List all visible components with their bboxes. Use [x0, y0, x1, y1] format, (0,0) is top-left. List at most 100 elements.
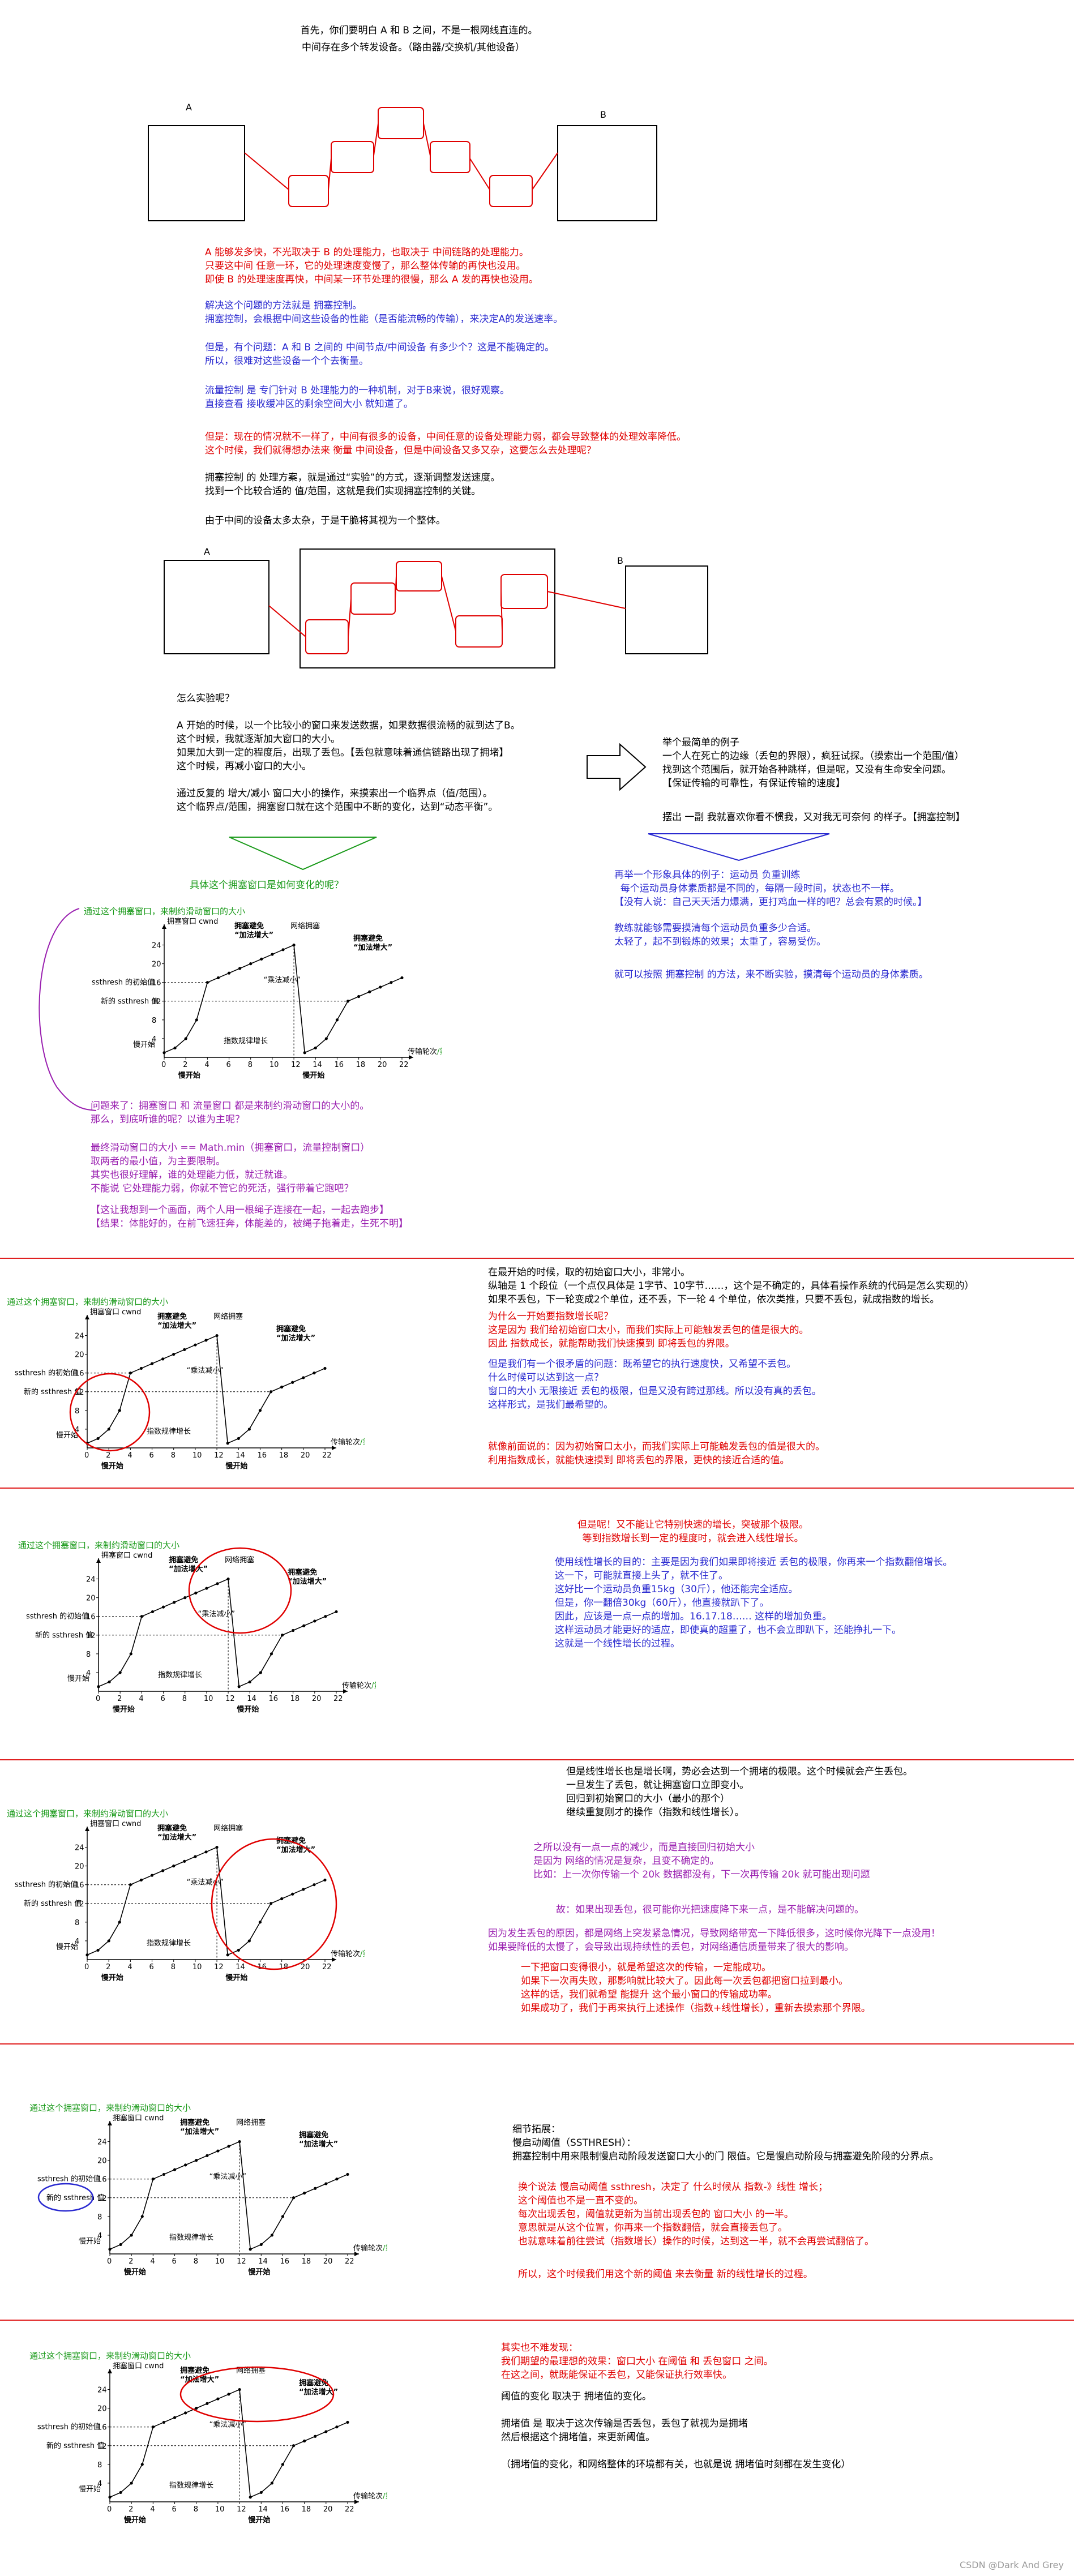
cwnd-point: [173, 2168, 177, 2171]
cwnd-point: [269, 1902, 273, 1905]
cwnd-point: [216, 976, 220, 980]
ssthresh-init-label: ssthresh 的初始值: [26, 1612, 89, 1621]
cwnd-point: [161, 1605, 165, 1609]
y-tick-label: 20: [75, 1863, 84, 1871]
multiplicative-decrease-label: “乘法减小”: [209, 2173, 246, 2181]
cwnd-point: [259, 1671, 262, 1674]
intro-line-2: 中间存在多个转发设备。（路由器/交换机/其他设备）: [302, 42, 525, 53]
section2-red-2: 就像前面说的：因为初始窗口太小，而我们实际上可能触发丢包的值是很大的。 利用指数…: [488, 1441, 825, 1466]
x-axis-label-suffix: /第几次传输数据: [437, 1047, 442, 1056]
cwnd-point: [206, 981, 209, 984]
cwnd-point: [108, 2248, 112, 2251]
section4-black: 但是线性增长也是增长啊，势必会达到一个拥堵的极限。这个时候就会产生丢包。 一旦发…: [566, 1766, 913, 1818]
y-axis-arrow-icon: [162, 924, 166, 929]
congestion-avoid-label-2: 拥塞避免: [353, 934, 383, 943]
y-tick-label: 20: [97, 2157, 107, 2166]
y-tick-label: 4: [97, 2232, 102, 2240]
section3-blue: 使用线性增长的目的：主要是因为我们如果即将接近 丢包的极限，你再来一个指数翻倍增…: [555, 1557, 953, 1649]
cwnd-series-line: [109, 2389, 348, 2498]
watermark: CSDN @Dark And Grey: [959, 2560, 1064, 2570]
x-tick-label: 4: [127, 1963, 132, 1971]
cwnd-point: [139, 1878, 143, 1882]
multiplicative-decrease-label: “乘法减小”: [187, 1367, 224, 1375]
cwnd-point: [292, 1628, 295, 1632]
y-tick-label: 12: [86, 1632, 96, 1640]
highlight-circle: [211, 1838, 337, 1970]
x-axis-label-suffix: /第几次传输数据: [383, 2492, 387, 2501]
cwnd-point: [335, 2425, 339, 2429]
cwnd-point: [303, 2191, 306, 2195]
cwnd-point: [96, 1948, 100, 1952]
cwnd-point: [195, 2159, 198, 2162]
cwnd-point: [118, 1671, 122, 1674]
cwnd-point: [258, 1409, 262, 1412]
section2-red: 为什么一开始要指数增长呢？ 这是因为 我们给初始窗口太小，而我们实际上可能触发丢…: [488, 1311, 809, 1349]
cwnd-point: [280, 1634, 284, 1637]
x-tick-label: 0: [84, 1963, 89, 1971]
cwnd-point: [249, 962, 253, 966]
example-block-2: 摆出 一副 我就喜欢你看不惯我，又对我无可奈何 的样子。【拥塞控制】: [662, 812, 965, 823]
y-axis-label: 拥塞窗口 cwnd: [167, 917, 218, 926]
blue-down-triangle-icon: [645, 831, 832, 867]
cwnd-point: [216, 1582, 219, 1585]
congestion-avoid-label-1: 拥塞避免: [157, 1824, 187, 1833]
x-tick-label: 12: [225, 1695, 235, 1703]
y-tick-label: 24: [75, 1332, 84, 1341]
x-axis-label-suffix: /第几次传输数据: [360, 1949, 365, 1958]
x-axis-label: 传输轮次: [331, 1949, 360, 1958]
slow-start-bottom-2: 慢开始: [225, 1973, 247, 1982]
example-block: 举个最简单的例子 一个人在死亡的边缘（丢包的界限），疯狂试探。（摸索出一个范围/…: [662, 737, 964, 789]
x-tick-label: 6: [149, 1963, 154, 1971]
x-axis-label: 传输轮次: [353, 2492, 383, 2501]
x-tick-label: 6: [172, 2257, 177, 2266]
section6-red: 其实也不难发现： 我们期望的最理想的效果：窗口大小 在阈值 和 丢包窗口 之间。…: [501, 2342, 773, 2381]
cwnd-point: [162, 2172, 166, 2176]
cwnd-point: [151, 1610, 155, 1614]
cwnd-point: [269, 1390, 273, 1394]
slow-start-bottom-2: 慢开始: [248, 2268, 270, 2277]
x-tick-label: 10: [192, 1963, 202, 1971]
x-tick-label: 2: [183, 1061, 187, 1069]
ssthresh-init-label: ssthresh 的初始值: [15, 1880, 78, 1889]
cwnd-point: [335, 1018, 339, 1022]
cwnd-point: [161, 1869, 165, 1872]
cwnd-point: [313, 1619, 316, 1623]
cwnd-point: [162, 1051, 166, 1055]
x-tick-label: 22: [345, 2257, 354, 2266]
congestion-avoid-label-1b: “加法增大”: [180, 2127, 219, 2136]
slow-start-bottom-2: 慢开始: [248, 2515, 270, 2524]
cwnd-point: [303, 1051, 306, 1055]
diagram1-a-label: A: [186, 102, 192, 113]
cwnd-point: [108, 1680, 111, 1684]
diagram2-a-label: A: [204, 546, 210, 557]
x-tick-label: 6: [149, 1451, 154, 1460]
x-tick-label: 2: [129, 2505, 133, 2514]
x-tick-label: 20: [323, 2505, 333, 2514]
ssthresh-new-label: 新的 ssthresh 值: [24, 1899, 82, 1908]
cwnd-point: [280, 1897, 284, 1901]
y-tick-label: 20: [86, 1595, 96, 1603]
network-congestion-label: 网络拥塞: [213, 1824, 243, 1833]
cwnd-point: [226, 1577, 230, 1581]
diagram1-b-label: B: [600, 109, 606, 120]
x-tick-label: 8: [194, 2505, 198, 2514]
y-tick-label: 24: [97, 2138, 107, 2147]
y-tick-label: 12: [97, 2442, 107, 2451]
multiplicative-decrease-label: “乘法减小”: [209, 2421, 246, 2429]
cwnd-point: [357, 995, 361, 998]
congestion-avoid-label-2b: “加法增大”: [353, 943, 392, 952]
cwnd-point: [183, 1596, 187, 1600]
x-tick-label: 18: [279, 1451, 289, 1460]
section2-blue: 但是我们有一个很矛盾的问题：既希望它的执行速度快，又希望不丢包。 什么时候可以达…: [488, 1358, 821, 1411]
cwnd-point: [248, 1680, 251, 1684]
cwnd-point: [194, 1591, 198, 1595]
slow-start-label: 慢开始: [67, 1674, 89, 1683]
x-tick-label: 18: [290, 1695, 300, 1703]
y-tick-label: 4: [75, 1938, 79, 1946]
congestion-avoid-label-1: 拥塞避免: [234, 921, 264, 931]
slow-start-bottom-2: 慢开始: [302, 1071, 324, 1080]
section4-red: 一下把窗口变得很小，就是希望这次的传输，一定能成功。 如果下一次再失败，那影响就…: [521, 1962, 871, 2014]
